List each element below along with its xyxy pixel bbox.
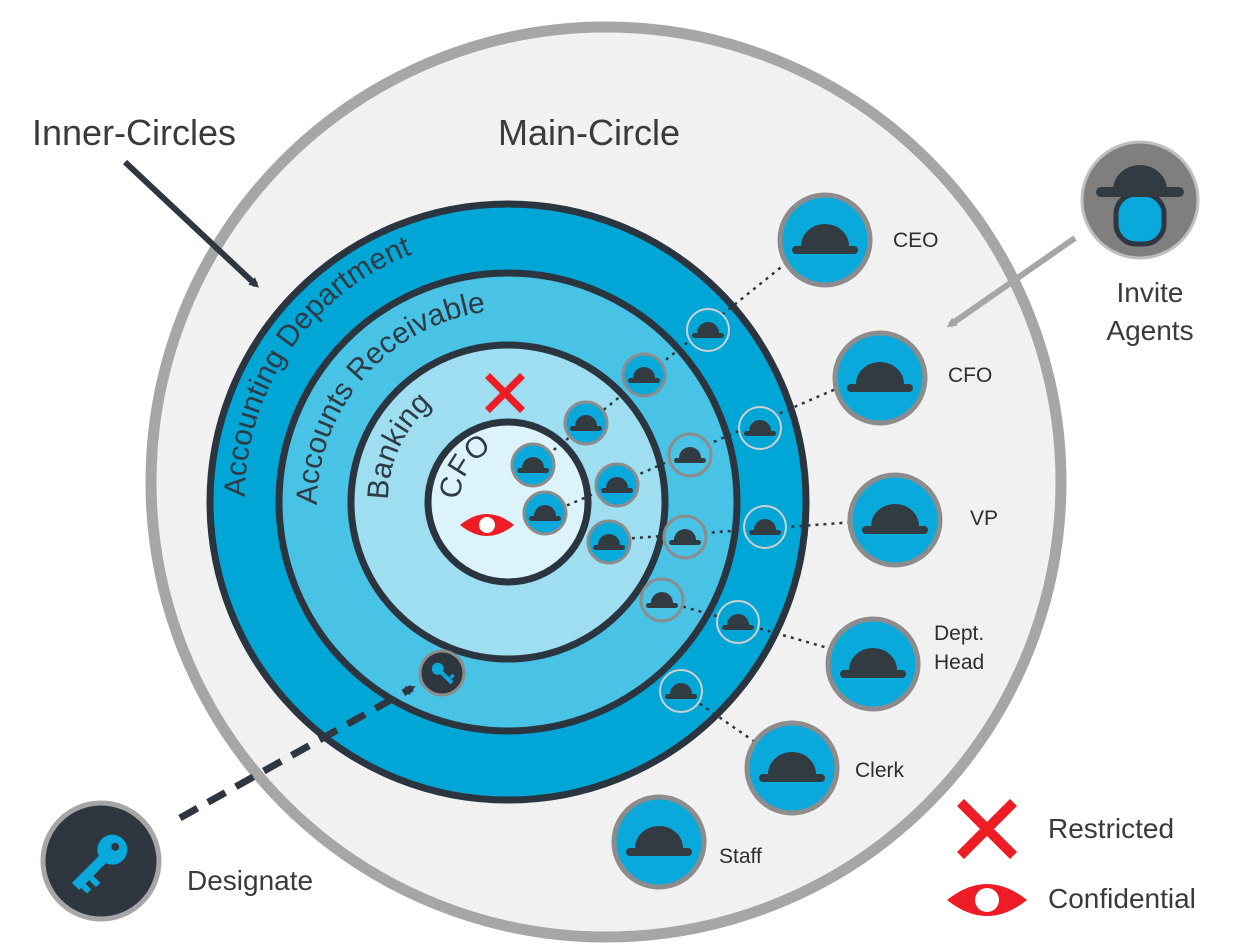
legend: Restricted Confidential bbox=[947, 799, 1196, 916]
agent-dept-head[interactable] bbox=[825, 616, 921, 712]
agent-label-dept-head-2: Head bbox=[934, 651, 984, 674]
legend-confidential-label: Confidential bbox=[1048, 883, 1196, 914]
legend-restricted-label: Restricted bbox=[1048, 813, 1174, 844]
main-circle-label: Main-Circle bbox=[498, 112, 680, 153]
hat-icon bbox=[792, 224, 858, 254]
hat-icon bbox=[665, 683, 697, 699]
invite-arrow bbox=[946, 235, 1077, 328]
agent-icon[interactable] bbox=[1080, 140, 1200, 260]
eye-icon bbox=[460, 514, 514, 536]
designate-label: Designate bbox=[187, 865, 313, 896]
agent-staff[interactable] bbox=[611, 794, 707, 890]
agent-label-ceo: CEO bbox=[893, 229, 939, 252]
token-cfo-department[interactable] bbox=[738, 406, 782, 450]
key-icon bbox=[431, 662, 455, 685]
eye-icon bbox=[947, 884, 1027, 916]
agent-clerk[interactable] bbox=[744, 720, 840, 816]
agent-label-vp: VP bbox=[970, 507, 998, 530]
inner-circles-arrow bbox=[122, 159, 259, 288]
hat-icon bbox=[626, 826, 692, 856]
invite-agents-label-1: Invite bbox=[1117, 277, 1184, 308]
hat-icon bbox=[529, 505, 561, 521]
token-clerk-department[interactable] bbox=[659, 669, 703, 713]
token-ceo-department[interactable] bbox=[686, 308, 730, 352]
hat-icon bbox=[593, 534, 625, 550]
token-vp-department[interactable] bbox=[743, 505, 787, 549]
token-cfo-core[interactable] bbox=[522, 490, 568, 536]
token-ceo-banking[interactable] bbox=[563, 400, 609, 446]
token-vp-banking[interactable] bbox=[586, 519, 632, 565]
agent-label-dept-head-1: Dept. bbox=[934, 622, 984, 645]
token-depthead-department[interactable] bbox=[716, 600, 760, 644]
hat-icon bbox=[646, 592, 678, 608]
hat-icon bbox=[862, 504, 928, 534]
agent-connectors bbox=[534, 259, 856, 744]
hat-icon bbox=[749, 519, 781, 535]
placed-agent-tokens bbox=[510, 308, 787, 713]
agent-label-cfo: CFO bbox=[948, 364, 992, 387]
inner-circles-label: Inner-Circles bbox=[32, 112, 236, 153]
agent-cfo[interactable] bbox=[832, 330, 928, 426]
token-vp-receivable[interactable] bbox=[662, 514, 708, 560]
key-icon bbox=[72, 834, 128, 894]
connector-vp bbox=[607, 520, 856, 542]
hat-icon bbox=[601, 477, 633, 493]
agent-label-clerk: Clerk bbox=[855, 759, 905, 782]
hat-icon bbox=[744, 420, 776, 436]
hat-icon bbox=[570, 415, 602, 431]
hat-icon bbox=[722, 614, 754, 630]
connector-cfo bbox=[544, 383, 846, 517]
invite-agents-label-2: Agents bbox=[1106, 315, 1193, 346]
token-cfo-banking[interactable] bbox=[594, 462, 640, 508]
hat-icon bbox=[692, 322, 724, 338]
hat-icon bbox=[840, 648, 906, 678]
token-ceo-core[interactable] bbox=[510, 442, 556, 488]
hat-icon bbox=[674, 447, 706, 463]
token-cfo-receivable[interactable] bbox=[667, 432, 713, 478]
agent-vp[interactable] bbox=[847, 472, 943, 568]
hat-icon bbox=[517, 457, 549, 473]
x-icon bbox=[485, 373, 525, 413]
hat-icon bbox=[759, 752, 825, 782]
key-token[interactable] bbox=[418, 649, 466, 697]
token-ceo-receivable[interactable] bbox=[621, 352, 667, 398]
x-icon bbox=[957, 799, 1017, 859]
designate-key-button[interactable] bbox=[40, 800, 162, 922]
hat-icon bbox=[669, 529, 701, 545]
token-depthead-receivable[interactable] bbox=[639, 577, 685, 623]
hat-icon bbox=[847, 362, 913, 392]
designate-arrow bbox=[178, 684, 416, 822]
connector-ceo bbox=[534, 259, 791, 466]
hat-icon bbox=[628, 367, 660, 383]
agent-ceo[interactable] bbox=[777, 192, 873, 288]
agent-label-staff: Staff bbox=[719, 845, 762, 868]
